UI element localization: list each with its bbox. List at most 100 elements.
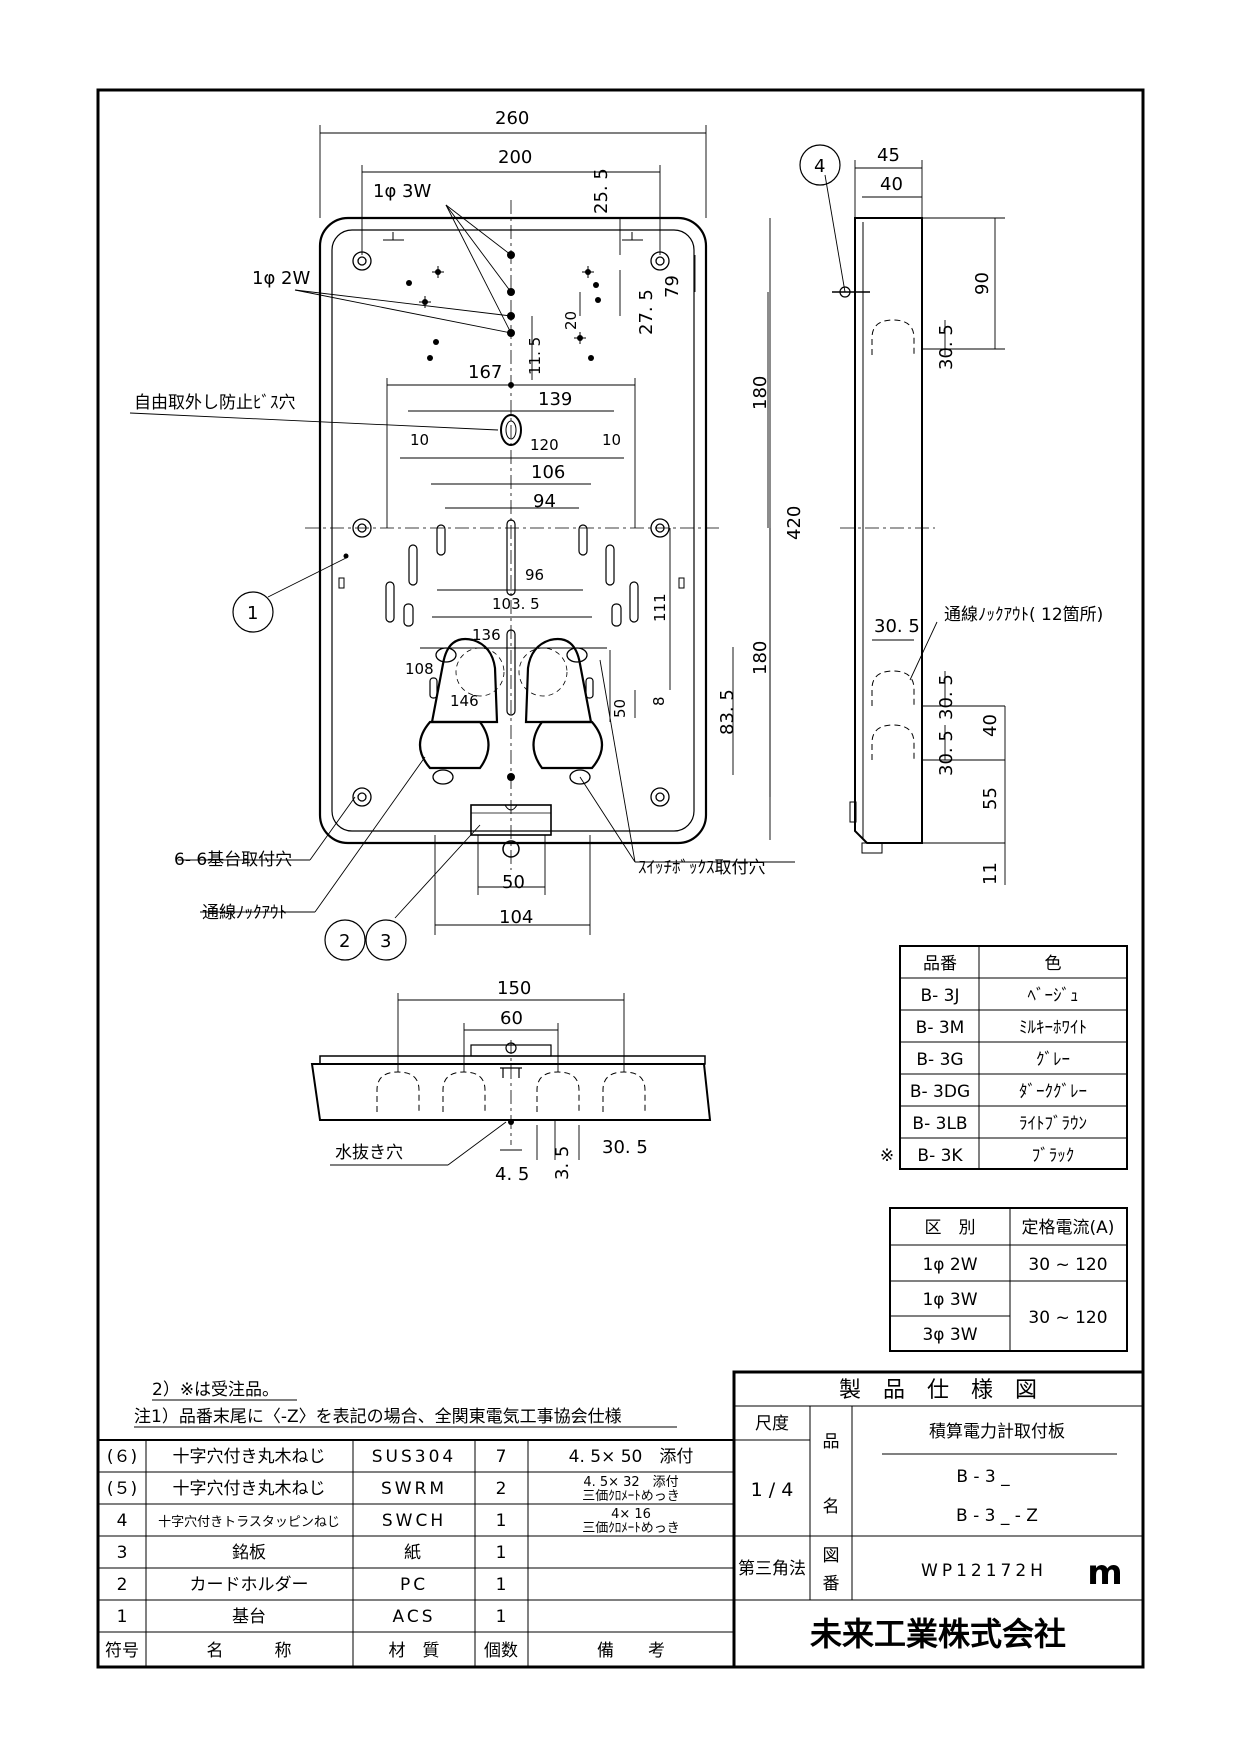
part-material: 紙	[404, 1543, 424, 1563]
part-qty: 1	[496, 1575, 507, 1595]
callout-3: 3	[380, 931, 391, 952]
part-no: 4	[117, 1511, 128, 1531]
drawing-label-1: 図	[823, 1546, 840, 1566]
dim-94: 94	[533, 491, 556, 512]
part-qty: 1	[496, 1543, 507, 1563]
scale-value: 1 / 4	[751, 1479, 794, 1501]
drawing-number: WP12172H	[921, 1561, 1047, 1581]
part-note: 4× 16	[611, 1507, 651, 1522]
parts-header-material: 材 質	[389, 1641, 440, 1661]
parts-header-note: 備 考	[597, 1641, 665, 1661]
dim-420: 420	[784, 506, 805, 540]
dim-167: 167	[468, 362, 502, 383]
side-view-labels: 45 40 90 30. 5 30. 5 30. 5 30. 5 40 55 1…	[814, 145, 1103, 885]
dim-139: 139	[538, 389, 572, 410]
dim-10-left: 10	[410, 431, 429, 449]
parts-header-name: 名 称	[207, 1641, 292, 1661]
part-no: (５)	[107, 1479, 137, 1499]
dim-96: 96	[525, 566, 544, 584]
note-2: 2）※は受注品。	[152, 1380, 279, 1400]
part-qty: 1	[496, 1511, 507, 1531]
dim-103-5: 103. 5	[492, 595, 540, 613]
part-qty: 2	[496, 1479, 507, 1499]
label-knockout: 通線ﾉｯｸｱｳﾄ	[202, 903, 287, 923]
dim-180-upper: 180	[750, 376, 771, 410]
color-row-code: B- 3J	[920, 986, 959, 1006]
company-name: 未来工業株式会社	[810, 1615, 1066, 1653]
part-note-plating: 三価ｸﾛﾒｰﾄめっき	[582, 1521, 680, 1536]
label-drain-hole: 水抜き穴	[335, 1143, 403, 1163]
color-row-code: B- 3M	[916, 1018, 965, 1038]
dim-104: 104	[499, 907, 533, 928]
part-material: PC	[400, 1575, 428, 1595]
dim-20: 20	[562, 311, 580, 330]
company-logo: m	[1087, 1553, 1122, 1593]
dim-30-5-low: 30. 5	[936, 730, 957, 776]
dim-11: 11	[980, 862, 1001, 885]
dim-30-5-mid: 30. 5	[936, 674, 957, 720]
part-no: (６)	[107, 1447, 137, 1467]
part-qty: 7	[496, 1447, 507, 1467]
dim-8: 8	[650, 696, 668, 706]
projection-label: 第三角法	[738, 1559, 806, 1579]
dim-30-5-bottom: 30. 5	[602, 1137, 648, 1158]
part-material: SWRM	[381, 1479, 447, 1499]
part-note: 4. 5× 32 添付	[583, 1475, 678, 1490]
part-name: 十字穴付きトラスタッピンねじ	[158, 1515, 340, 1530]
color-table-header-color: 色	[1045, 954, 1062, 974]
color-table-header-code: 品番	[923, 954, 957, 974]
front-view	[129, 125, 795, 961]
color-row-name: ﾗｲﾄﾌﾞﾗｳﾝ	[1019, 1114, 1087, 1134]
dim-30-5-top: 30. 5	[936, 324, 957, 370]
label-knockout-12: 通線ﾉｯｸｱｳﾄ( 12箇所)	[944, 605, 1103, 625]
label-mount-hole: 6- 6基台取付穴	[174, 850, 292, 870]
callout-2: 2	[339, 931, 350, 952]
label-switch-box: ｽｲｯﾁﾎﾞｯｸｽ取付穴	[638, 858, 766, 878]
part-name: 十字穴付き丸木ねじ	[173, 1447, 326, 1467]
title-text: 製 品 仕 様 図	[839, 1378, 1037, 1403]
part-no: 3	[117, 1543, 128, 1563]
callout-4: 4	[814, 156, 825, 177]
dim-50-vertical: 50	[611, 699, 629, 718]
color-row-code: B- 3DG	[910, 1082, 970, 1102]
dim-111: 111	[651, 593, 669, 622]
callout-1: 1	[247, 603, 258, 624]
color-row-name: ﾐﾙｷｰﾎﾜｲﾄ	[1019, 1018, 1087, 1038]
dim-136: 136	[472, 626, 501, 644]
dim-200: 200	[498, 147, 532, 168]
dim-50-horizontal: 50	[502, 872, 525, 893]
dim-45: 45	[877, 145, 900, 166]
dim-3-5: 3. 5	[552, 1146, 573, 1180]
scale-label: 尺度	[755, 1414, 789, 1434]
dim-60: 60	[500, 1008, 523, 1029]
dim-90: 90	[972, 272, 993, 295]
color-row-code: B- 3G	[916, 1050, 963, 1070]
model-number-2: B - 3 _ - Z	[956, 1506, 1038, 1526]
part-no: 1	[117, 1607, 128, 1627]
color-row-name: ﾀﾞｰｸｸﾞﾚｰ	[1019, 1082, 1087, 1102]
dim-120: 120	[530, 436, 559, 454]
dim-40-vertical: 40	[980, 714, 1001, 737]
color-row-name: ﾍﾞｰｼﾞｭ	[1028, 986, 1079, 1006]
part-name: 十字穴付き丸木ねじ	[173, 1479, 326, 1499]
front-view-labels: 260 200 1φ 3W 25. 5 79 1φ 2W 20 27. 5 11…	[134, 108, 805, 952]
model-number-1: B - 3 _	[956, 1467, 1010, 1487]
bottom-view	[310, 993, 712, 1166]
note-1: 注1）品番末尾に〈-Z〉を表記の場合、全関東電気工事協会仕様	[134, 1407, 622, 1427]
current-table: 区 別 定格電流(A) 1φ 2W 30 ~ 120 1φ 3W 30 ~ 12…	[889, 1207, 1128, 1352]
current-row-type: 3φ 3W	[922, 1325, 977, 1345]
dim-146: 146	[450, 692, 479, 710]
dim-260: 260	[495, 108, 529, 129]
current-row-value: 30 ~ 120	[1028, 1255, 1107, 1275]
current-row-type: 1φ 2W	[922, 1255, 977, 1275]
part-note: 4. 5× 50 添付	[569, 1447, 694, 1467]
dim-150: 150	[497, 978, 531, 999]
part-name: 銘板	[232, 1543, 266, 1563]
dim-1p3w: 1φ 3W	[373, 181, 432, 202]
dim-83-5: 83. 5	[717, 689, 738, 735]
dim-108: 108	[405, 660, 434, 678]
part-note-plating: 三価ｸﾛﾒｰﾄめっき	[582, 1489, 680, 1504]
